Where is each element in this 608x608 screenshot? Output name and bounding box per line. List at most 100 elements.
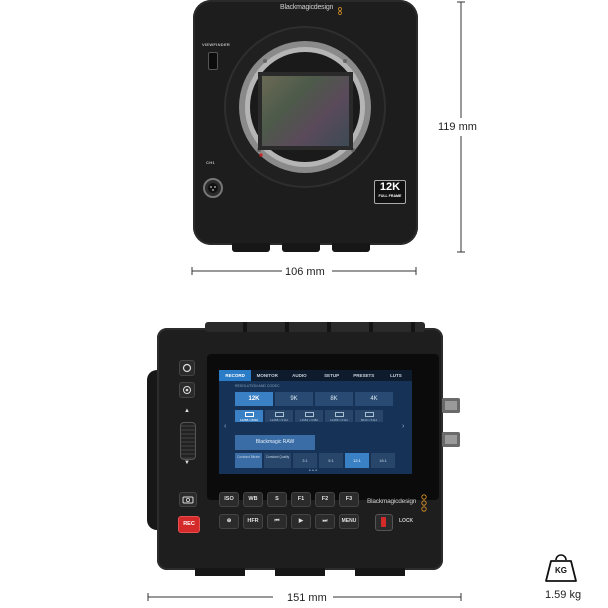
photo-button[interactable] [179, 492, 197, 507]
quality-row: Constant Bitrate Constant Quality 3:1 5:… [235, 453, 395, 468]
play-button[interactable]: ▶ [291, 514, 311, 529]
skip-back-button[interactable]: ⏮ [267, 514, 287, 529]
resolution-option[interactable]: 9K [275, 392, 313, 406]
tab-presets[interactable]: PRESETS [353, 373, 375, 378]
tab-record[interactable]: RECORD [219, 370, 252, 381]
menu-label: MENU [341, 518, 357, 524]
badge-main: 12K [379, 181, 401, 193]
resolution-detail-row: 12288 x 8040 12288 x 5112 11584 x 6480 1… [235, 410, 383, 422]
zoom-icon: ⊕ [226, 518, 232, 524]
tab-luts[interactable]: LUTS [390, 373, 402, 378]
quality-option[interactable]: 5:1 [319, 453, 343, 468]
focus-button[interactable] [179, 382, 195, 398]
volume-up-icon[interactable]: ▲ [184, 408, 190, 414]
wb-label: WB [248, 496, 258, 502]
hfr-label: HFR [247, 518, 259, 524]
shutter-label: S [275, 496, 279, 502]
scroll-left-icon[interactable]: ‹ [224, 423, 227, 430]
quality-option[interactable]: 12:1 [345, 453, 369, 468]
lock-label: LOCK [399, 518, 414, 524]
viewfinder-label: VIEWFINDER [202, 42, 231, 47]
weight-icon: KG [543, 552, 579, 584]
camera-front-view: Blackmagicdesign VIEWFINDER CH1 12K FULL… [190, 0, 440, 270]
quality-option[interactable]: Constant Quality [264, 453, 291, 468]
res-detail-label: 12288 x 5112 [270, 418, 288, 422]
tab-audio[interactable]: AUDIO [292, 373, 307, 378]
resolution-option[interactable]: 4K [355, 392, 393, 406]
f2-label: F2 [321, 496, 329, 502]
hfr-button[interactable]: HFR [243, 514, 263, 529]
top-vent [205, 322, 425, 332]
skip-forward-icon: ⏭ [322, 518, 328, 524]
weight-label: 1.59 kg [545, 589, 582, 601]
back-width-dimension-line [147, 593, 462, 601]
lcd-tab-bar: RECORD MONITOR AUDIO SETUP PRESETS LUTS [219, 370, 412, 381]
res-detail-option[interactable]: 12288 x 5112 [265, 410, 293, 422]
lock-switch-knob [381, 517, 386, 527]
res-detail-option[interactable]: 11584 x 6480 [295, 410, 323, 422]
res-detail-label: 12288 x 5112 [330, 418, 348, 422]
resolution-option[interactable]: 8K [315, 392, 353, 406]
zoom-button[interactable]: ⊕ [219, 514, 239, 529]
camera-front-foot [282, 243, 320, 252]
sdi-connector-bottom[interactable] [442, 432, 460, 447]
front-brand-logo: Blackmagicdesign [280, 4, 334, 11]
resolution-option[interactable]: 12K [235, 392, 273, 406]
res-detail-label: 11584 x 6480 [300, 418, 318, 422]
camera-icon [182, 496, 194, 504]
iso-button[interactable]: ISO [219, 492, 239, 507]
res-detail-label: 12288 x 8040 [239, 418, 259, 422]
skip-forward-button[interactable]: ⏭ [315, 514, 335, 529]
weight-icon-label: KG [555, 566, 567, 575]
res-detail-option[interactable]: 8640 x 5112 [355, 410, 383, 422]
res-detail-option[interactable]: 12288 x 8040 [235, 410, 263, 422]
f2-button[interactable]: F2 [315, 492, 335, 507]
height-dimension-label: 119 mm [438, 121, 477, 133]
back-brand-logo: Blackmagicdesign [367, 498, 417, 505]
res-detail-label: 8640 x 5112 [360, 418, 378, 422]
brand-circles-icon [421, 494, 427, 512]
skip-back-icon: ⏮ [274, 518, 280, 524]
f1-button[interactable]: F1 [291, 492, 311, 507]
resolution-badge: 12K FULL FRAME [374, 180, 406, 204]
iris-button[interactable] [179, 360, 195, 376]
play-icon: ▶ [298, 518, 304, 524]
tab-setup[interactable]: SETUP [324, 373, 340, 378]
codec-option[interactable]: Blackmagic RAW [235, 435, 315, 450]
rec-button[interactable]: REC [178, 516, 200, 533]
image-sensor [258, 72, 353, 150]
f3-label: F3 [345, 496, 353, 502]
tab-monitor[interactable]: MONITOR [256, 373, 278, 378]
f1-label: F1 [297, 496, 305, 502]
f3-button[interactable]: F3 [339, 492, 359, 507]
brand-circles-icon [338, 3, 342, 15]
res-detail-option[interactable]: 12288 x 5112 [325, 410, 353, 422]
resolution-row: 12K 9K 8K 4K [235, 392, 393, 406]
focus-icon [183, 386, 191, 394]
scroll-right-icon[interactable]: › [402, 423, 405, 430]
quality-option[interactable]: Constant Bitrate [235, 453, 262, 468]
iso-label: ISO [224, 496, 234, 502]
quality-option[interactable]: 3:1 [293, 453, 317, 468]
camera-back-view: ▲ ▼ REC RECORD MONITOR AUDIO SETUP PRESE… [145, 320, 465, 582]
sdi-connector-top[interactable] [442, 398, 460, 413]
viewfinder-port[interactable] [208, 52, 218, 70]
section-label: RESOLUTION AND CODEC [235, 384, 280, 388]
ch1-xlr-connector[interactable] [203, 178, 223, 198]
front-width-dimension-label: 106 mm [285, 266, 325, 278]
volume-rocker[interactable] [180, 422, 196, 460]
wb-button[interactable]: WB [243, 492, 263, 507]
back-foot [275, 568, 325, 576]
volume-down-icon[interactable]: ▼ [184, 460, 190, 466]
front-width-dimension-line [191, 267, 417, 275]
lcd-screen: RECORD MONITOR AUDIO SETUP PRESETS LUTS … [219, 370, 412, 474]
lock-switch[interactable] [375, 514, 393, 531]
shutter-button[interactable]: S [267, 492, 287, 507]
rec-label: REC [183, 521, 195, 527]
quality-option[interactable]: 18:1 [371, 453, 395, 468]
height-dimension-mask [455, 118, 467, 136]
menu-button[interactable]: MENU [339, 514, 359, 529]
ch1-label: CH1 [206, 160, 215, 165]
back-width-dimension-label: 151 mm [287, 592, 327, 604]
back-foot [355, 568, 405, 576]
